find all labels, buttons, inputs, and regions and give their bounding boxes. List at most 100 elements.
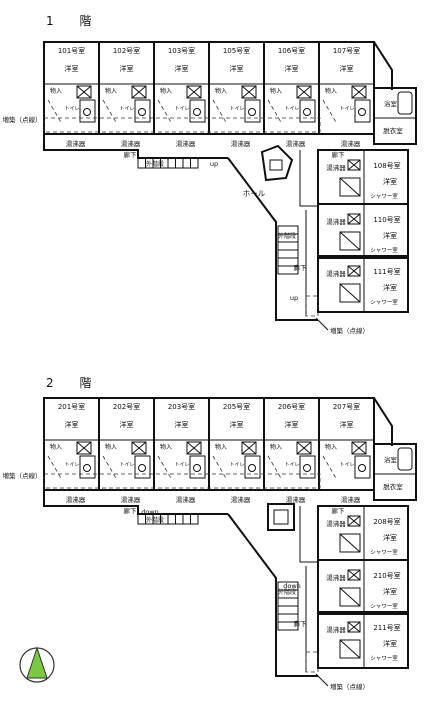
- closet-label: 物入: [50, 443, 62, 451]
- east-storage-box: [347, 265, 361, 277]
- extension-bottom-leader: [315, 317, 329, 331]
- east-storage-box-x2: [347, 213, 361, 225]
- room-label: 洋室: [230, 64, 244, 73]
- east-unit-wall: [317, 203, 409, 259]
- storage-box: [241, 85, 257, 99]
- east-shower-label: シャワー室: [370, 654, 398, 662]
- unit-number: 207号室: [333, 402, 360, 411]
- unit-number: 101号室: [58, 46, 85, 55]
- toilet-room: [299, 455, 316, 479]
- hall-pillar: [260, 144, 294, 182]
- closet-label: 物入: [160, 443, 172, 451]
- room-label: 洋室: [65, 420, 79, 429]
- door-swing: [47, 455, 63, 481]
- floor-2-title: 2 階: [46, 374, 93, 391]
- water-heater-label: 湯沸器: [286, 139, 306, 148]
- extension-area-bottom: [305, 295, 319, 317]
- east-water-heater-label: 湯沸器: [326, 269, 346, 278]
- floor-1-title: 1 階: [46, 12, 93, 29]
- bath-label: 浴室: [384, 99, 398, 108]
- toilet-bowl: [83, 108, 91, 116]
- extension-bottom-leader: [315, 673, 329, 687]
- wing-corridor-label: 廊下: [294, 263, 308, 272]
- east-unit-number: 210号室: [373, 571, 400, 580]
- toilet-bowl: [138, 108, 146, 116]
- ext-stair-label: 外階段: [278, 232, 296, 240]
- east-shower-diag: [339, 231, 361, 251]
- water-heater-label: 湯沸器: [231, 139, 251, 148]
- toilet-room: [79, 99, 96, 123]
- ext-stair-left-label: 外階段: [146, 516, 164, 524]
- bath-wall: [373, 443, 417, 501]
- storage-box-x2: [186, 85, 202, 99]
- toilet-bowl: [193, 464, 201, 472]
- east-storage-box: [347, 621, 361, 633]
- ext-stair: 外階段: [277, 225, 299, 275]
- atrium-box: [267, 503, 295, 531]
- east-storage-box-x2: [347, 515, 361, 527]
- water-heater-label: 湯沸器: [121, 495, 141, 504]
- closet-label: 物入: [160, 87, 172, 95]
- wing-wall-outer: [227, 513, 318, 677]
- storage-box-x2: [241, 441, 257, 455]
- water-heater-label: 湯沸器: [176, 139, 196, 148]
- door-swing: [322, 99, 338, 125]
- bathtub: [397, 447, 413, 471]
- extension-left-label: 増築（点線）: [3, 471, 42, 480]
- unit-number: 205号室: [223, 402, 250, 411]
- toilet-label: トイレ: [119, 106, 134, 112]
- east-room-label: 洋室: [383, 587, 397, 596]
- water-heater-label: 湯沸器: [66, 139, 86, 148]
- stair-outline: [277, 225, 299, 275]
- storage-box: [76, 441, 92, 455]
- storage-box: [186, 441, 202, 455]
- wing-wall-inner: [299, 150, 318, 207]
- ext-stair-left: 外階段: [137, 157, 199, 169]
- east-water-heater-label: 湯沸器: [326, 625, 346, 634]
- extension-bottom-label: 増築（点線）: [330, 326, 369, 335]
- toilet-bowl: [358, 108, 366, 116]
- room-label: 洋室: [65, 64, 79, 73]
- storage-box: [131, 85, 147, 99]
- east-shower-diag: [339, 587, 361, 607]
- toilet-label: トイレ: [229, 462, 244, 468]
- closet-label: 物入: [215, 443, 227, 451]
- closet-label: 物入: [325, 443, 337, 451]
- down-label-1: down: [141, 508, 159, 516]
- east-storage-box-x2: [347, 569, 361, 581]
- storage-box-x2: [186, 441, 202, 455]
- storage-box: [351, 85, 367, 99]
- upper-block-corner: [373, 397, 393, 446]
- east-storage-box: [347, 213, 361, 225]
- extension-area-left: [43, 473, 321, 489]
- water-heater-label: 湯沸器: [66, 495, 86, 504]
- room-label: 洋室: [120, 64, 134, 73]
- storage-box-x2: [76, 85, 92, 99]
- door-swing: [212, 99, 228, 125]
- toilet-bowl: [83, 464, 91, 472]
- water-heater-label: 湯沸器: [231, 495, 251, 504]
- toilet-room: [189, 455, 206, 479]
- hall-box: [269, 159, 283, 171]
- toilet-room: [354, 455, 371, 479]
- storage-box-x2: [76, 441, 92, 455]
- toilet-label: トイレ: [119, 462, 134, 468]
- east-room-label: 洋室: [383, 177, 397, 186]
- door-swing: [212, 455, 228, 481]
- toilet-label: トイレ: [284, 106, 299, 112]
- east-shower-diag: [339, 639, 361, 659]
- storage-box-x2: [241, 85, 257, 99]
- toilet-label: トイレ: [64, 462, 79, 468]
- east-unit-number: 211号室: [373, 623, 400, 632]
- storage-box: [351, 441, 367, 455]
- east-room-label: 洋室: [383, 283, 397, 292]
- toilet-bowl: [248, 464, 256, 472]
